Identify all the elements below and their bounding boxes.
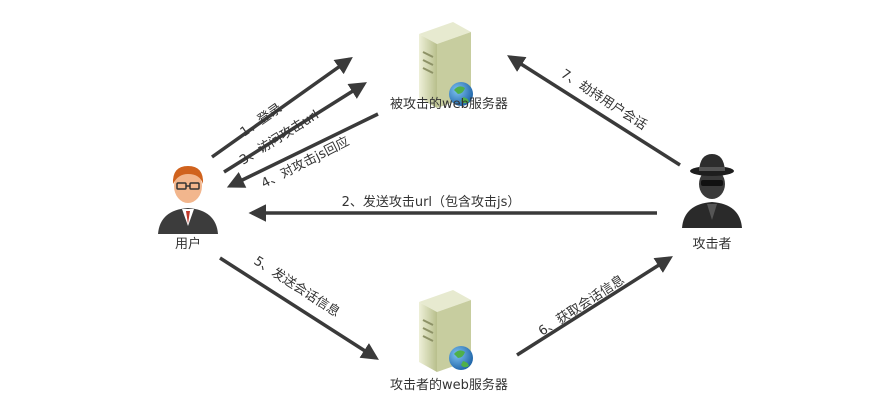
server-icon: [419, 290, 473, 372]
user-label: 用户: [175, 236, 201, 252]
arrow-hijack-session: [507, 55, 681, 167]
arrows: [210, 55, 681, 360]
user-icon: [158, 166, 218, 234]
victim-server-label: 被攻击的web服务器: [390, 96, 508, 112]
globe-icon: [449, 346, 473, 370]
attacker-label: 攻击者: [692, 237, 731, 252]
arrow-login: [210, 56, 353, 159]
arrow-visit-attack-url: [223, 82, 367, 174]
arrow-send-session: [219, 256, 379, 360]
hacker-icon: [682, 154, 742, 228]
arrow-get-session: [516, 256, 673, 357]
arrow-respond-attack-js: [226, 112, 379, 188]
attacker-server-label: 攻击者的web服务器: [390, 377, 508, 393]
step-label-get-session: 6、获取会话信息: [535, 272, 627, 339]
server-icon: [419, 22, 473, 108]
step-label-send-attack-url: 2、发送攻击url（包含攻击js）: [342, 194, 521, 210]
step-label-hijack-session: 7、劫持用户会话: [558, 66, 650, 133]
